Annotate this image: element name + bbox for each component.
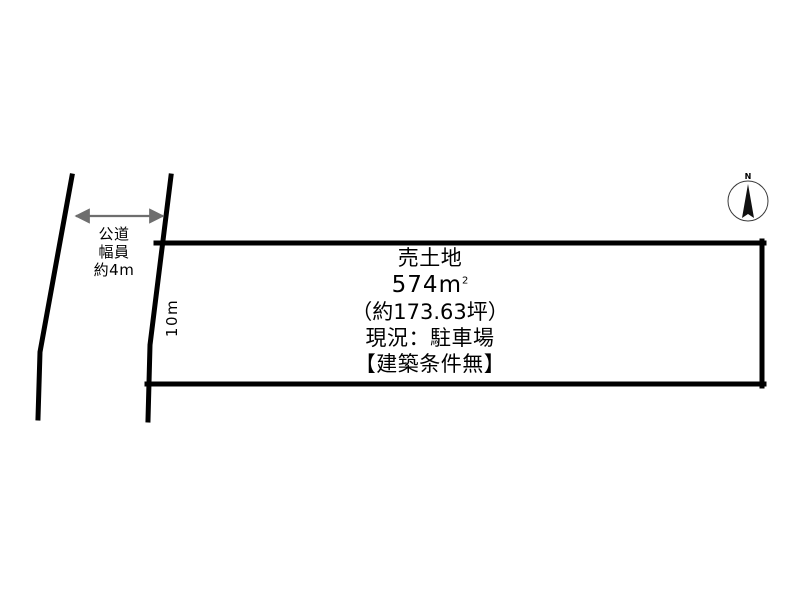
parcel-area-number: 574: [391, 272, 439, 298]
parcel-title: 売土地: [397, 246, 463, 270]
parcel-label-block: 売土地 574m2 （約173.63坪） 現況：駐車場 【建築条件無】: [245, 248, 615, 380]
road-left-boundary-line: [35, 173, 75, 421]
road-label-line-1: 公道: [98, 225, 130, 243]
compass-rose: N: [726, 172, 770, 222]
parcel-depth-dimension-text: 10m: [163, 298, 181, 338]
road-right-boundary-line: [145, 173, 174, 423]
road-label-line-2: 幅員: [98, 242, 130, 261]
parcel-depth-dimension-label: 10m: [152, 288, 192, 348]
parcel-area-tsubo: （約173.63坪）: [351, 300, 509, 324]
parcel-building-condition: 【建築条件無】: [354, 352, 506, 376]
parcel-current-use: 現況：駐車場: [365, 326, 495, 350]
road-label-line-3: 約4m: [93, 260, 135, 279]
road-width-label: 公道 幅員 約4m: [78, 225, 150, 281]
parcel-area-unit: m: [438, 272, 462, 298]
parcel-area-exponent: 2: [461, 275, 469, 287]
parcel-area-metric: 574m2: [245, 274, 615, 297]
compass-circle: [727, 180, 769, 222]
compass-north-label: N: [744, 172, 752, 181]
compass-north-needle: [742, 184, 754, 218]
